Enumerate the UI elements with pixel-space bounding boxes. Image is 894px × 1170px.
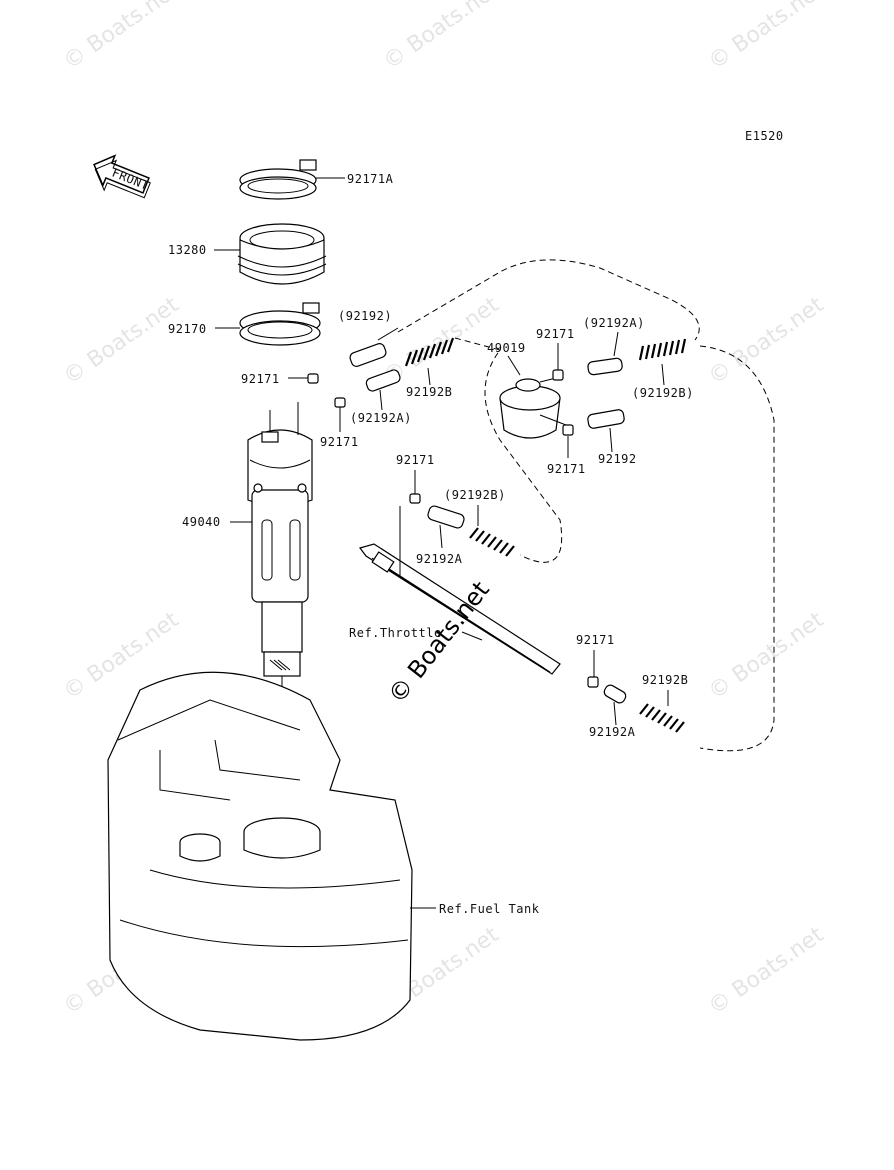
- ref-throttle: Ref.Throttle: [349, 626, 442, 640]
- fuel-pump-49040: [230, 402, 313, 815]
- label-92170: 92170: [168, 322, 207, 336]
- watermark: © Boats.net: [59, 0, 184, 75]
- watermark: © Boats.net: [59, 292, 184, 390]
- label-92192A: 92192A: [416, 552, 463, 566]
- clip-92171: [552, 343, 564, 381]
- fuel-tank-ref: [107, 671, 436, 1041]
- clamp-92171A: [239, 159, 345, 200]
- watermark: © Boats.net: [704, 0, 829, 75]
- clip-92171: [334, 397, 346, 432]
- label-49019: 49019: [487, 341, 526, 355]
- label-92192B-paren: (92192B): [632, 386, 694, 400]
- label-13280: 13280: [168, 243, 207, 257]
- clip-92171: [562, 424, 574, 458]
- fuel-filter-49019: [499, 355, 567, 439]
- hose-92192A: [587, 331, 623, 376]
- label-92171: 92171: [396, 453, 435, 467]
- label-92192-paren: (92192): [338, 309, 392, 323]
- label-92171: 92171: [576, 633, 615, 647]
- label-92192B-paren: (92192B): [444, 488, 506, 502]
- hose-92192B: [639, 690, 685, 733]
- label-92192B: 92192B: [642, 673, 688, 687]
- watermark: © Boats.net: [704, 607, 829, 705]
- hose-92192B: [638, 338, 687, 386]
- routing-line: [699, 345, 775, 752]
- front-arrow-icon: FRONT: [93, 154, 151, 199]
- diagram-code: E1520: [745, 129, 784, 143]
- watermark: © Boats.net: [704, 292, 829, 390]
- routing-line: [397, 259, 700, 341]
- clamp-92170: [215, 302, 321, 346]
- hose-92192A: [427, 505, 465, 549]
- hose-92192: [587, 409, 625, 453]
- hose-92192B: [404, 337, 455, 386]
- sleeve-13280: [214, 223, 327, 285]
- label-92192A-paren: (92192A): [350, 411, 412, 425]
- throttle-ref: [358, 506, 561, 675]
- label-92192B: 92192B: [406, 385, 452, 399]
- hose-92192A: [365, 369, 401, 411]
- label-92192: 92192: [598, 452, 637, 466]
- label-92171: 92171: [241, 372, 280, 386]
- front-label: FRONT: [110, 166, 151, 193]
- label-92171: 92171: [547, 462, 586, 476]
- clip-92171: [409, 470, 421, 504]
- label-92192A: 92192A: [589, 725, 636, 739]
- watermark: © Boats.net: [379, 0, 504, 75]
- ref-fuel-tank: Ref.Fuel Tank: [439, 902, 540, 916]
- watermark: © Boats.net: [704, 922, 829, 1020]
- hose-92192B: [469, 505, 515, 557]
- label-92171: 92171: [536, 327, 575, 341]
- clip-92171: [288, 373, 319, 384]
- routing-line: [454, 337, 563, 563]
- label-92192A-paren: (92192A): [583, 316, 645, 330]
- hose-92192A: [603, 684, 627, 726]
- hose-92192: [349, 327, 399, 367]
- clip-92171: [587, 650, 599, 688]
- label-49040: 49040: [182, 515, 221, 529]
- label-92171: 92171: [320, 435, 359, 449]
- label-92171A: 92171A: [347, 172, 394, 186]
